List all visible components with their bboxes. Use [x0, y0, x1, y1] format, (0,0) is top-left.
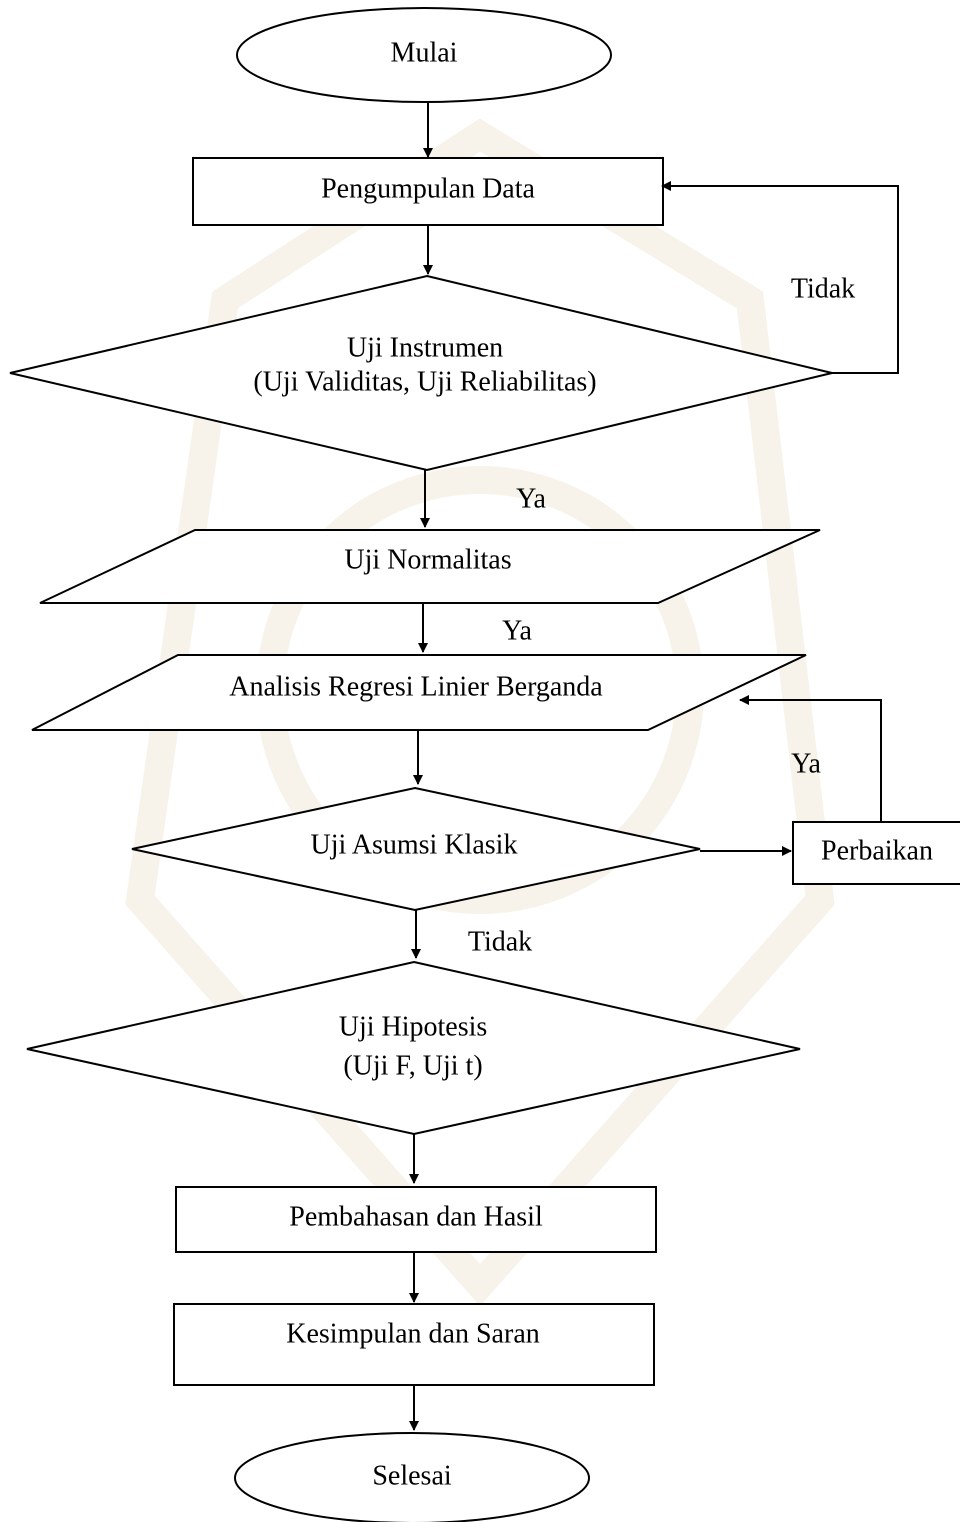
- regression-analysis-box: [31, 654, 807, 731]
- regression-analysis-label: Analisis Regresi Linier Berganda: [229, 671, 603, 702]
- classic-assumption-label: Uji Asumsi Klasik: [311, 829, 518, 860]
- start-label: Mulai: [391, 37, 458, 68]
- arrow-improvement-to-regression: [739, 695, 882, 822]
- improvement-label: Perbaikan: [821, 835, 933, 866]
- instrument-no-label: Tidak: [791, 273, 855, 304]
- data-collection-box: [192, 157, 664, 226]
- instrument-test-decision: [9, 274, 833, 472]
- instrument-test-title: Uji Instrumen: [347, 332, 503, 363]
- conclusion-suggestion-label: Kesimpulan dan Saran: [286, 1318, 540, 1349]
- improvement-yes-label: Ya: [791, 748, 821, 779]
- discussion-results-label: Pembahasan dan Hasil: [289, 1201, 543, 1232]
- arrow-instrument-no-loop: [661, 181, 899, 374]
- conclusion-suggestion-box: [173, 1303, 655, 1386]
- normality-test-label: Uji Normalitas: [344, 544, 511, 575]
- discussion-results-box: [175, 1186, 657, 1253]
- normality-yes-label: Ya: [502, 615, 532, 646]
- instrument-yes-label: Ya: [516, 483, 546, 514]
- instrument-test-detail: (Uji Validitas, Uji Reliabilitas): [253, 366, 596, 397]
- data-collection-label: Pengumpulan Data: [321, 173, 535, 204]
- normality-test-box: [39, 529, 821, 604]
- end-terminator: [234, 1432, 590, 1522]
- start-terminator: [236, 7, 612, 103]
- assumption-no-label: Tidak: [468, 926, 532, 957]
- end-label: Selesai: [372, 1460, 452, 1491]
- improvement-box: [792, 821, 960, 885]
- hypothesis-test-decision: [26, 960, 801, 1136]
- hypothesis-test-title: Uji Hipotesis: [339, 1011, 488, 1042]
- hypothesis-test-detail: (Uji F, Uji t): [343, 1050, 482, 1081]
